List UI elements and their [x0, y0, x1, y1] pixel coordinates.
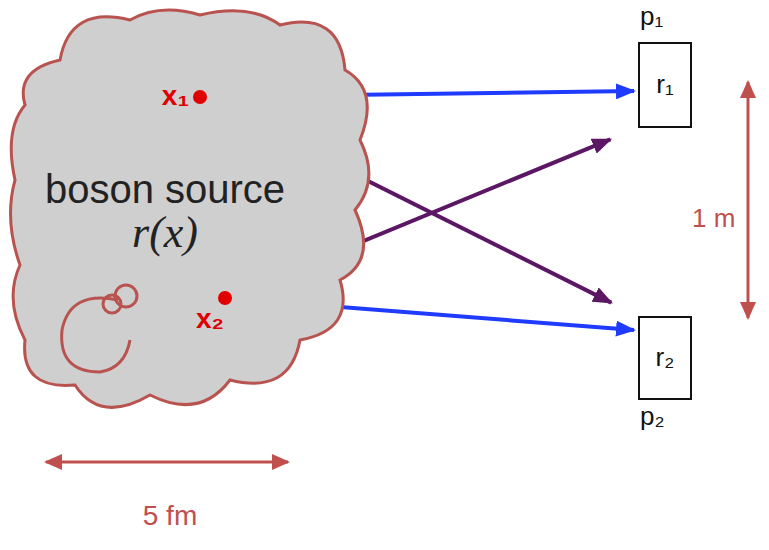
momentum-label: p₂: [640, 402, 665, 432]
detector-box: r₂: [638, 316, 692, 400]
point-label: x₂: [196, 303, 224, 335]
detector-label: r₁: [656, 70, 673, 100]
width-dimension-arrow: [46, 461, 288, 464]
emission-point: x₁: [193, 90, 207, 104]
momentum-label: p₁: [640, 2, 663, 32]
point-label: x₁: [162, 80, 189, 112]
emission-point: x₂: [218, 291, 232, 305]
source-title: boson source: [15, 166, 315, 212]
height-dimension-arrow: [747, 82, 750, 318]
dimension-label: 5 fm: [100, 500, 240, 532]
detector-label: r₂: [656, 343, 675, 373]
detector-box: r₁: [638, 42, 692, 128]
dimension-label: 1 m: [692, 204, 735, 234]
source-function: r(x): [15, 208, 315, 259]
source-cloud: boson sourcer(x) x₁ x₂: [0, 0, 385, 430]
